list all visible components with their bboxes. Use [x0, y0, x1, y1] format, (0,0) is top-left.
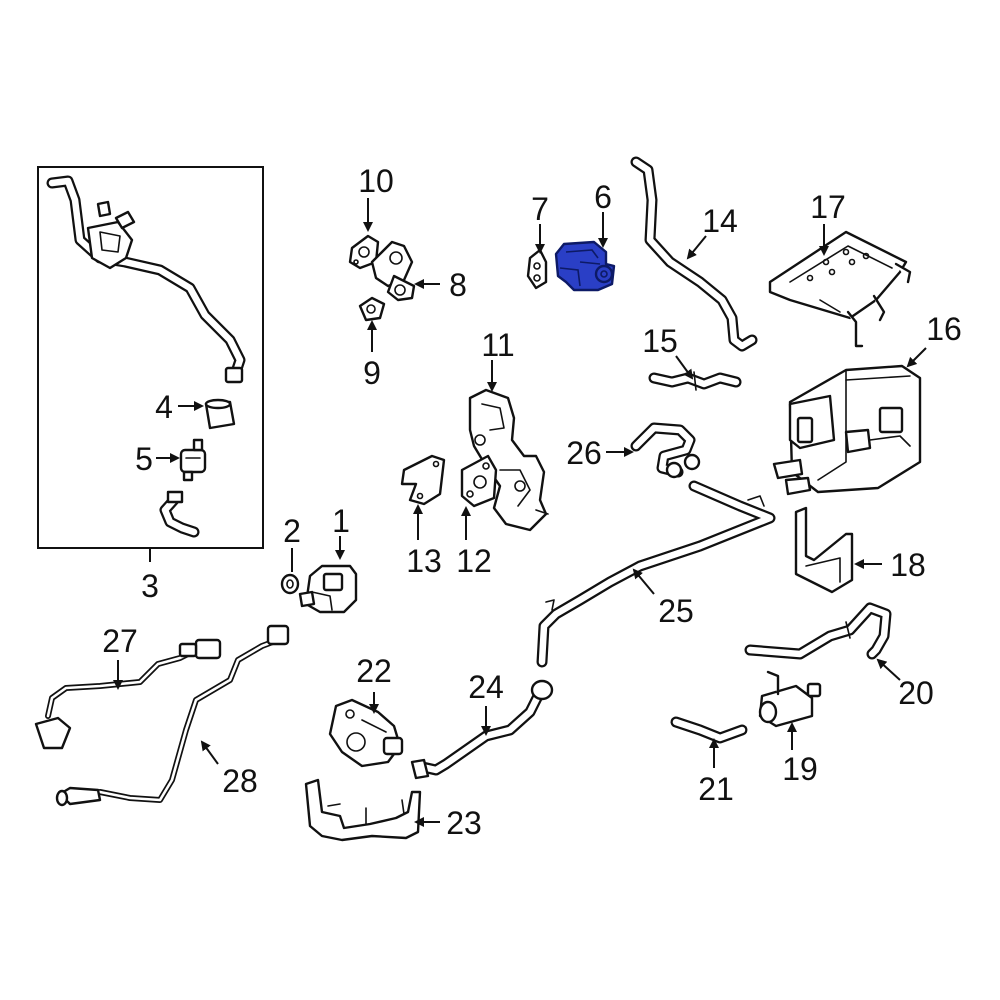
callout-22[interactable]: 22 — [356, 653, 392, 689]
gasket-part-9[interactable] — [358, 296, 386, 322]
hose-part-21[interactable] — [670, 716, 748, 744]
callout-3[interactable]: 3 — [141, 568, 159, 604]
hose-part-15[interactable] — [648, 371, 742, 391]
callout-9[interactable]: 9 — [363, 355, 381, 391]
callout-numbers: 1 2 3 4 5 6 7 8 9 10 11 12 13 14 15 16 1… — [102, 163, 962, 841]
callout-2[interactable]: 2 — [283, 513, 301, 549]
gasket-part-10[interactable] — [348, 234, 380, 270]
callout-16[interactable]: 16 — [926, 311, 962, 347]
callout-5[interactable]: 5 — [135, 441, 153, 477]
assembly-box-3 — [37, 166, 264, 562]
callout-15[interactable]: 15 — [642, 323, 678, 359]
callout-6[interactable]: 6 — [594, 179, 612, 215]
hose-part-26[interactable] — [630, 422, 701, 479]
gasket-part-7[interactable] — [526, 248, 548, 290]
callout-25[interactable]: 25 — [658, 593, 694, 629]
callout-7[interactable]: 7 — [531, 191, 549, 227]
hose-part-24[interactable] — [410, 679, 554, 780]
callout-14[interactable]: 14 — [702, 203, 738, 239]
leader-lines — [113, 198, 927, 827]
callout-27[interactable]: 27 — [102, 623, 138, 659]
valve-part-1[interactable] — [298, 564, 358, 614]
callout-12[interactable]: 12 — [456, 543, 492, 579]
callout-17[interactable]: 17 — [810, 189, 846, 225]
solenoid-part-19[interactable] — [758, 670, 822, 728]
callout-19[interactable]: 19 — [782, 751, 818, 787]
callout-10[interactable]: 10 — [358, 163, 394, 199]
bracket-part-17[interactable] — [768, 230, 912, 348]
callout-26[interactable]: 26 — [566, 435, 602, 471]
tube-part-25[interactable] — [536, 480, 776, 668]
callout-28[interactable]: 28 — [222, 763, 258, 799]
washer-part-2[interactable] — [280, 573, 300, 595]
callout-23[interactable]: 23 — [446, 805, 482, 841]
callout-1[interactable]: 1 — [332, 503, 350, 539]
housing-part-22[interactable] — [328, 698, 404, 768]
hose-part-20[interactable] — [744, 602, 892, 660]
callout-11[interactable]: 11 — [481, 327, 514, 363]
callout-4[interactable]: 4 — [155, 389, 173, 425]
elbow-part-8[interactable] — [370, 240, 416, 302]
callout-8[interactable]: 8 — [449, 267, 467, 303]
canister-part-16[interactable] — [772, 364, 922, 496]
hose-assembly-part-3[interactable] — [46, 175, 246, 384]
callout-20[interactable]: 20 — [898, 675, 934, 711]
cap-part-4[interactable] — [204, 398, 236, 430]
gasket-part-12[interactable] — [460, 454, 498, 508]
hose-part-14[interactable] — [630, 156, 758, 352]
callout-18[interactable]: 18 — [890, 547, 926, 583]
callout-24[interactable]: 24 — [468, 669, 504, 705]
gasket-part-13[interactable] — [400, 454, 446, 506]
bracket-part-18[interactable] — [794, 506, 854, 594]
small-hose-part-3[interactable] — [159, 490, 200, 538]
sensor-part-28[interactable] — [55, 624, 290, 807]
callout-13[interactable]: 13 — [406, 543, 442, 579]
bracket-part-23[interactable] — [304, 778, 422, 842]
callout-21[interactable]: 21 — [698, 771, 734, 807]
valve-part-6-highlighted[interactable] — [554, 240, 616, 292]
valve-part-5[interactable] — [179, 438, 207, 482]
